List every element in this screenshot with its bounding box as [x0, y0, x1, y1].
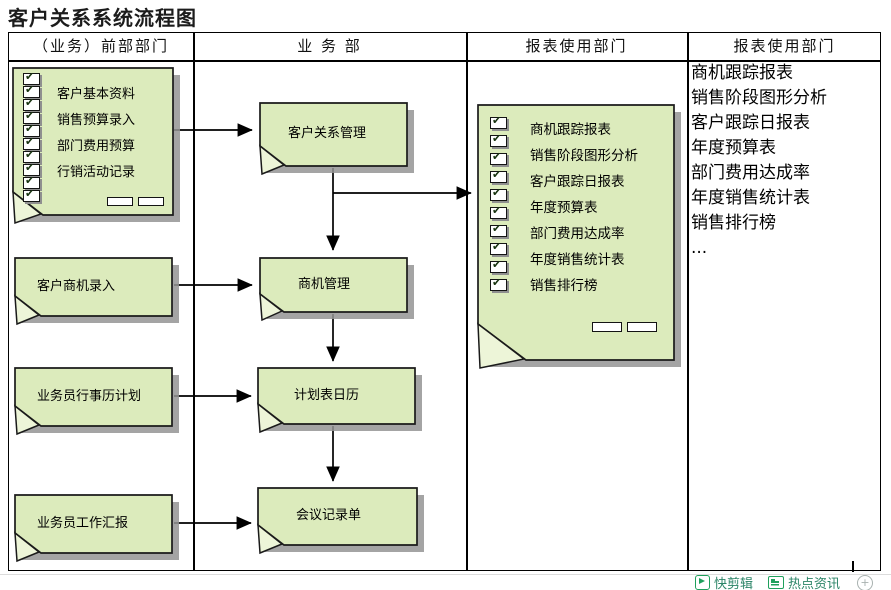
note-crm: 客户关系管理	[259, 102, 414, 176]
blank-button	[627, 322, 657, 332]
note-label: 业务员工作汇报	[37, 516, 129, 531]
report-list-item: ...	[691, 238, 708, 258]
blank-button	[138, 197, 164, 206]
note-label: 计划表日历	[294, 388, 360, 403]
note-label: 客户商机录入	[37, 279, 116, 294]
report-list-item: 年度销售统计表	[691, 188, 810, 208]
checkbox-icon	[490, 186, 507, 201]
note-line: 客户基本资料	[57, 87, 136, 102]
blank-button	[107, 197, 133, 206]
checkbox-icon	[23, 187, 40, 202]
blank-button	[592, 322, 622, 332]
note-label: 业务员行事历计划	[37, 389, 142, 404]
report-list-item: 销售排行榜	[691, 213, 776, 233]
column-divider	[466, 33, 468, 570]
checkbox-stack	[490, 114, 507, 291]
report-list-item: 销售阶段图形分析	[691, 88, 827, 108]
checkbox-icon	[490, 240, 507, 255]
note-line: 商机跟踪报表	[530, 122, 611, 138]
note-line: 销售阶段图形分析	[530, 148, 638, 164]
note-line: 年度预算表	[530, 200, 598, 216]
header-row-divider	[9, 60, 880, 62]
report-list-item: 客户跟踪日报表	[691, 113, 810, 133]
note-salesman-calendar-plan: 业务员行事历计划	[14, 367, 179, 436]
note-label: 会议记录单	[296, 508, 362, 523]
checkbox-icon	[490, 114, 507, 129]
checkbox-stack	[23, 70, 40, 202]
note-label: 商机管理	[298, 277, 351, 292]
page-title: 客户关系系统流程图	[8, 6, 197, 30]
hot-news-button[interactable]: 热点资讯	[760, 573, 840, 590]
note-line: 年度销售统计表	[530, 252, 625, 268]
divider-tick	[852, 561, 854, 572]
note-meeting-record: 会议记录单	[257, 487, 424, 555]
note-line: 销售预算录入	[57, 113, 136, 128]
note-opportunity-management: 商机管理	[259, 257, 414, 322]
note-line: 客户跟踪日报表	[530, 174, 625, 190]
report-name-list: 商机跟踪报表销售阶段图形分析客户跟踪日报表年度预算表部门费用达成率年度销售统计表…	[691, 61, 827, 261]
checkbox-icon	[23, 148, 40, 163]
browser-overlay-toolbar: 快剪辑 热点资讯 +	[694, 573, 873, 590]
checkbox-icon	[490, 258, 507, 273]
report-note-items: 商机跟踪报表销售阶段图形分析客户跟踪日报表年度预算表部门费用达成率年度销售统计表…	[530, 117, 638, 299]
lane-header-report-list: 报表使用部门	[733, 37, 836, 55]
swimlane-table: （业务）前部部门 业 务 部 报表使用部门 报表使用部门	[8, 32, 881, 571]
checkbox-icon	[490, 276, 507, 291]
checkbox-icon	[490, 168, 507, 183]
report-list-item: 商机跟踪报表	[691, 63, 793, 83]
data-entry-items: 客户基本资料销售预算录入部门费用预算行销活动记录	[57, 82, 135, 186]
checkbox-icon	[490, 204, 507, 219]
report-list-item: 年度预算表	[691, 138, 776, 158]
quick-clip-icon	[694, 575, 710, 590]
extension-icon[interactable]: +	[857, 574, 873, 590]
checkbox-icon	[23, 109, 40, 124]
quick-clip-button[interactable]: 快剪辑	[694, 573, 753, 590]
note-reports: 商机跟踪报表销售阶段图形分析客户跟踪日报表年度预算表部门费用达成率年度销售统计表…	[477, 104, 681, 369]
note-salesman-work-report: 业务员工作汇报	[14, 494, 179, 563]
checkbox-icon	[490, 132, 507, 147]
note-line: 行销活动记录	[57, 165, 136, 180]
column-divider	[193, 33, 195, 570]
lane-header-business-dept: 业 务 部	[297, 37, 362, 55]
report-list-item: 部门费用达成率	[691, 163, 810, 183]
hot-news-label: 热点资讯	[787, 577, 840, 590]
note-plan-calendar: 计划表日历	[257, 367, 422, 434]
note-label: 客户关系管理	[288, 126, 367, 141]
quick-clip-label: 快剪辑	[713, 577, 753, 590]
note-line: 部门费用达成率	[530, 226, 625, 242]
checkbox-icon	[490, 150, 507, 165]
hot-news-icon	[767, 576, 784, 589]
note-customer-opportunity-entry: 客户商机录入	[14, 257, 179, 326]
blank-buttons	[592, 322, 657, 332]
blank-buttons	[107, 197, 164, 206]
lane-header-front-dept: （业务）前部部门	[32, 37, 169, 55]
bottom-separator	[0, 574, 891, 575]
checkbox-icon	[490, 222, 507, 237]
note-line: 部门费用预算	[57, 139, 136, 154]
column-divider	[687, 33, 689, 570]
lane-header-report-dept: 报表使用部门	[525, 37, 628, 55]
note-line: 销售排行榜	[530, 278, 598, 294]
